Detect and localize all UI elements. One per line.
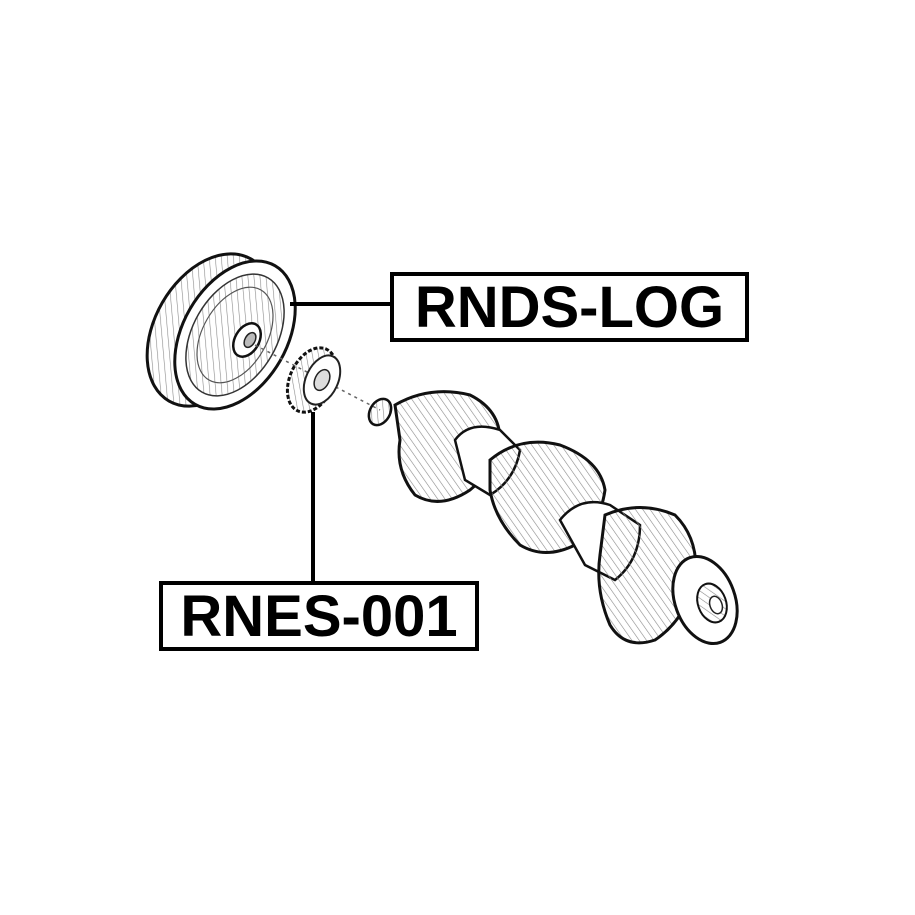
part-number-bottom: RNES-001 [180,583,458,649]
part-label-pulley: RNDS-LOG [390,272,749,342]
part-number-top: RNDS-LOG [414,274,725,340]
part-label-gear: RNES-001 [159,581,479,651]
crankshaft-drawing [367,390,739,646]
gear-drawing [285,346,342,414]
